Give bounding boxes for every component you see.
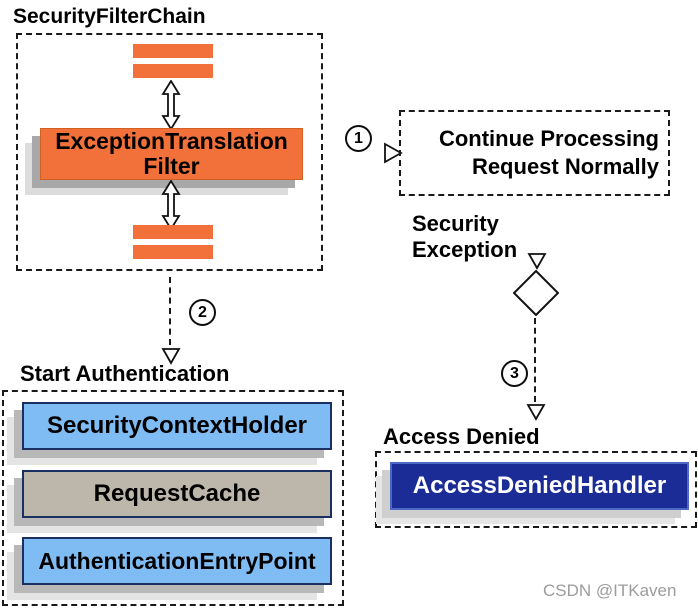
- arrowhead-down-icon: [527, 253, 547, 270]
- security-context-holder-node: SecurityContextHolder: [22, 402, 332, 450]
- step-3-badge: 3: [501, 360, 528, 387]
- arrowhead-right-icon: [384, 142, 403, 164]
- step-2-connector-line: [169, 277, 171, 345]
- filter-bar-icon: [133, 245, 213, 259]
- step-1-badge: 1: [345, 125, 372, 152]
- double-arrow-icon: [161, 80, 181, 130]
- security-filter-chain-title: SecurityFilterChain: [13, 5, 206, 28]
- filter-bar-icon: [133, 64, 213, 78]
- security-exception-label: Security Exception: [412, 211, 518, 262]
- security-filter-chain-box: [16, 33, 323, 271]
- decision-diamond-icon: [513, 270, 559, 316]
- arrowhead-down-icon: [526, 404, 546, 421]
- continue-box-line2: Request Normally: [471, 154, 659, 179]
- continue-processing-box: Continue Processing Request Normally: [399, 110, 670, 196]
- watermark: CSDN @ITKaven: [543, 581, 677, 600]
- exception-translation-filter-node: ExceptionTranslation Filter: [40, 128, 303, 180]
- arrowhead-down-icon: [161, 348, 181, 365]
- access-denied-handler-node: AccessDeniedHandler: [390, 462, 689, 510]
- filter-node-label-line2: Filter: [143, 153, 200, 179]
- start-authentication-label: Start Authentication: [20, 361, 230, 386]
- access-denied-label: Access Denied: [383, 424, 540, 449]
- start-authentication-box: [2, 390, 344, 606]
- filter-bar-icon: [133, 225, 213, 239]
- double-arrow-icon: [161, 180, 181, 230]
- request-cache-node: RequestCache: [22, 470, 332, 518]
- authentication-entry-point-node: AuthenticationEntryPoint: [22, 537, 332, 585]
- step-2-badge: 2: [189, 299, 216, 326]
- continue-box-line1: Continue Processing: [438, 126, 659, 151]
- filter-bar-icon: [133, 44, 213, 58]
- step-3-connector-line: [534, 318, 536, 402]
- filter-node-label-line1: ExceptionTranslation: [55, 128, 288, 154]
